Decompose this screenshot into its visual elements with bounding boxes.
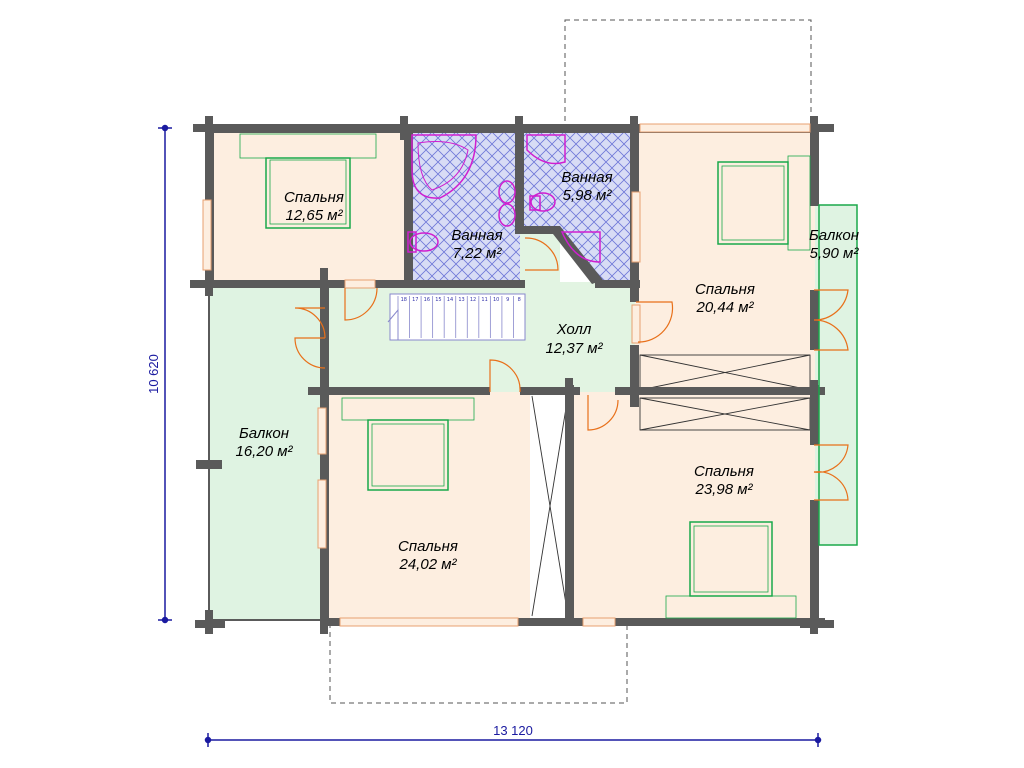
room-name-bathroom-2: Ванная [561, 169, 612, 186]
room-name-bedroom-3: Спальня [398, 538, 458, 555]
bedroom-3-fill [325, 392, 530, 620]
room-name-bedroom-1: Спальня [284, 189, 344, 206]
stair-step-number: 9 [506, 297, 509, 303]
stair-step-number: 10 [493, 297, 499, 303]
room-area-bedroom-2: 20,44 м² [696, 299, 755, 316]
porch-outline-bottom [329, 624, 628, 704]
bathroom-fixtures [407, 134, 601, 263]
room-name-balcony-left: Балкон [239, 425, 289, 442]
room-area-hall: 12,37 м² [546, 340, 604, 357]
stair-step-number: 13 [458, 297, 464, 303]
railing-post [196, 460, 222, 469]
balcony-left-fill [210, 285, 325, 620]
bathroom-1-fill [410, 128, 520, 282]
room-area-bathroom-2: 5,98 м² [563, 187, 613, 204]
dimension-lines [158, 124, 822, 747]
balcony-right-fill [815, 205, 857, 545]
room-name-bathroom-1: Ванная [451, 227, 502, 244]
width-dimension: 13 120 [493, 723, 533, 738]
bathroom-2-fill-b [520, 128, 635, 282]
stair-step-number: 16 [424, 297, 430, 303]
windows [202, 123, 811, 627]
stair-step-number: 14 [447, 297, 453, 303]
room-name-balcony-right: Балкон [809, 227, 859, 244]
stair-step-number: 8 [518, 297, 521, 303]
room-labels: Спальня 12,65 м² Ванная 7,22 м² Ванная 5… [236, 169, 860, 573]
bedroom-1-fill [210, 128, 410, 282]
staircase: 18 17 16 15 14 13 12 11 10 9 8 [387, 293, 526, 341]
room-name-bedroom-2: Спальня [695, 281, 755, 298]
doors [294, 237, 849, 501]
terrace-outline-top [564, 19, 812, 127]
stair-step-number: 17 [412, 297, 418, 303]
bedroom-4-fill [570, 392, 815, 620]
room-area-balcony-left: 16,20 м² [236, 443, 294, 460]
room-area-bedroom-1: 12,65 м² [286, 207, 344, 224]
room-area-bedroom-3: 24,02 м² [399, 556, 458, 573]
room-area-bathroom-1: 7,22 м² [453, 245, 503, 262]
balcony-left-railing [208, 288, 320, 621]
room-area-bedroom-4: 23,98 м² [695, 481, 754, 498]
stair-step-number: 11 [481, 297, 487, 303]
balcony-right-railing [818, 204, 858, 546]
shaft-cross [531, 395, 569, 617]
stair-step-number: 15 [435, 297, 441, 303]
room-name-bedroom-4: Спальня [694, 463, 754, 480]
hall-fill-b [520, 228, 560, 282]
stair-step-number: 18 [401, 297, 407, 303]
beds [239, 133, 811, 619]
room-name-hall: Холл [556, 321, 592, 338]
height-dimension: 10 620 [146, 354, 161, 394]
bedroom-2-fill [635, 128, 815, 388]
room-area-balcony-right: 5,90 м² [810, 245, 860, 262]
stair-step-number: 12 [470, 297, 476, 303]
